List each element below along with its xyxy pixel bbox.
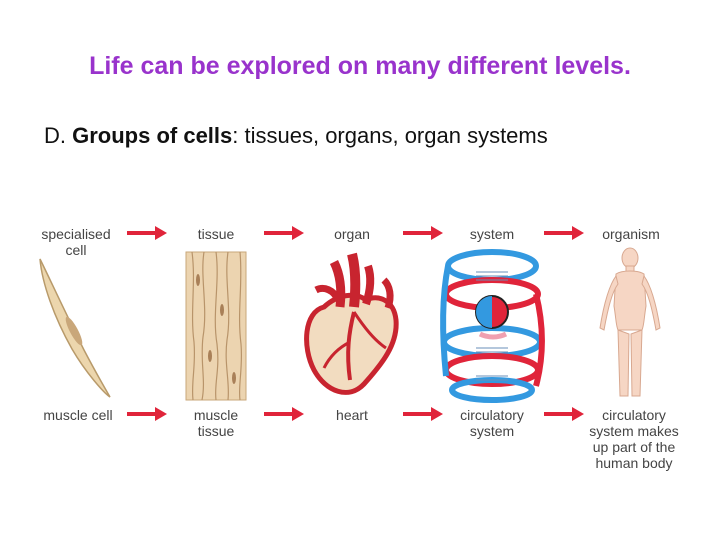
- heart-illustration: [304, 252, 399, 395]
- label-organ: organ: [334, 226, 370, 242]
- circulatory-system-illustration: [440, 249, 545, 403]
- label-organism: organism: [602, 226, 660, 242]
- label-tissue: tissue: [197, 226, 235, 242]
- muscle-tissue-illustration: [185, 251, 247, 401]
- label-muscle-tissue: muscle tissue: [193, 407, 239, 439]
- label-circulatory-system: circulatory system: [460, 407, 524, 439]
- label-system: system: [469, 226, 515, 242]
- label-heart: heart: [336, 407, 368, 423]
- arrow-icon: [544, 226, 584, 240]
- arrow-icon: [544, 407, 584, 421]
- arrow-icon: [403, 226, 443, 240]
- muscle-cell-illustration: [39, 258, 111, 398]
- label-muscle-cell: muscle cell: [43, 407, 113, 423]
- human-body-illustration: [599, 247, 661, 397]
- label-specialised-cell: specialised cell: [41, 226, 111, 258]
- arrow-icon: [127, 407, 167, 421]
- slide-title: Life can be explored on many different l…: [89, 52, 631, 80]
- subtitle-prefix: D.: [44, 123, 73, 148]
- subtitle-bold: Groups of cells: [72, 123, 233, 148]
- label-organism-caption: circulatory system makes up part of the …: [589, 407, 679, 471]
- slide-subtitle: D. Groups of cells: tissues, organs, org…: [44, 123, 548, 149]
- arrow-icon: [403, 407, 443, 421]
- arrow-icon: [264, 407, 304, 421]
- arrow-icon: [127, 226, 167, 240]
- arrow-icon: [264, 226, 304, 240]
- subtitle-rest: : tissues, organs, organ systems: [232, 123, 548, 148]
